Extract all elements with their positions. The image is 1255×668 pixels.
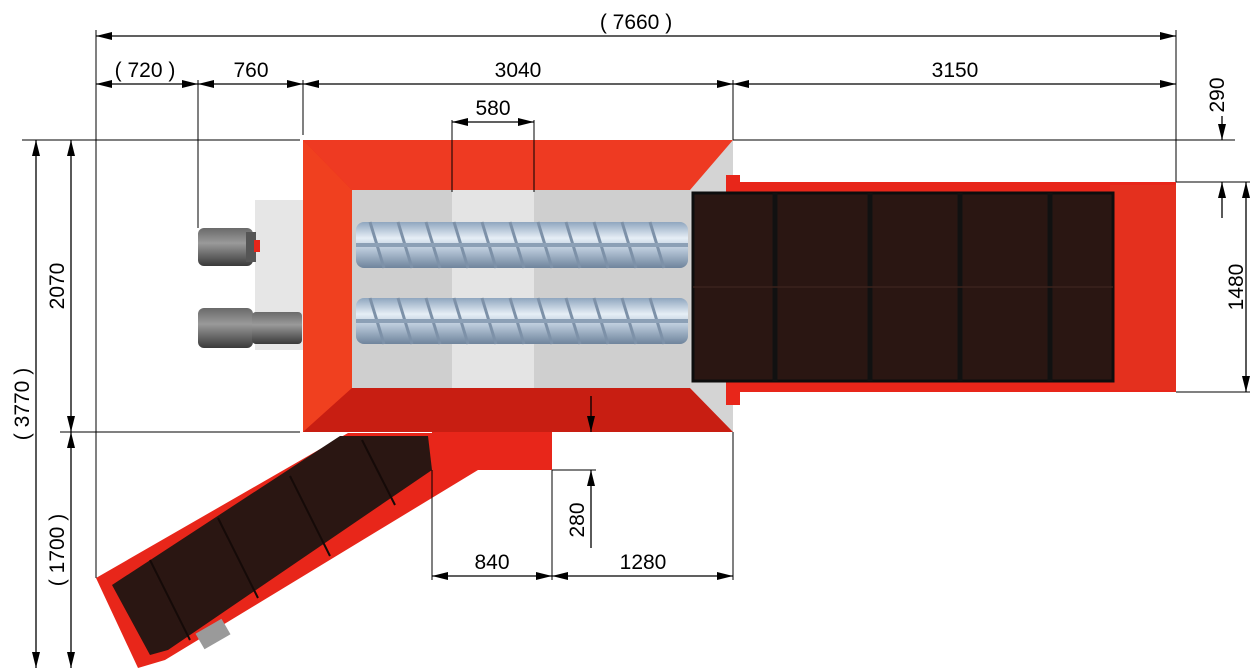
screw-center-plate	[452, 190, 534, 388]
side-conveyor-drive	[195, 618, 231, 650]
dim-offset-small: 280	[566, 502, 589, 537]
dim-outlet-width: 840	[474, 551, 509, 574]
hopper	[303, 140, 740, 432]
gearbox-bottom	[252, 312, 302, 344]
hopper-wall-bottom	[303, 388, 733, 432]
outlet-chute	[432, 430, 552, 470]
hopper-wall-top	[303, 140, 733, 190]
side-conveyor	[96, 433, 478, 668]
dim-left-b: 760	[233, 59, 268, 82]
belt-cleat	[361, 439, 396, 506]
dim-top-offset: 290	[1206, 77, 1229, 112]
side-conveyor-belt	[112, 436, 432, 655]
dim-hopper-length: 3040	[495, 59, 542, 82]
belt-cleat	[217, 517, 259, 599]
motor-bottom	[198, 308, 253, 348]
dim-overall-width: ( 3770 )	[11, 368, 34, 440]
dim-screw-width: 580	[475, 97, 510, 120]
dim-side-conveyor-width: ( 1700 )	[46, 514, 69, 586]
motor-top	[198, 228, 253, 266]
belt-cleat	[289, 475, 331, 557]
motor-top-flange	[246, 232, 256, 262]
drive-unit	[198, 200, 307, 350]
dim-outlet-offset: 1280	[620, 551, 667, 574]
belt-cleat	[149, 559, 191, 641]
main-conveyor-end-box	[1110, 185, 1176, 390]
dim-overall-length: ( 7660 )	[600, 11, 672, 34]
screw-conveyor-top	[356, 221, 688, 269]
dim-hopper-width: 2070	[46, 263, 69, 310]
dim-conveyor-height: 1480	[1225, 264, 1248, 311]
main-conveyor	[691, 182, 1176, 392]
hopper-wall-left	[303, 140, 352, 432]
dim-left-a: ( 720 )	[115, 59, 176, 82]
dimension-lines	[22, 30, 1250, 668]
motor-top-coupling	[254, 240, 260, 252]
dim-conveyor-length: 3150	[932, 59, 979, 82]
screw-conveyor-bottom	[356, 297, 688, 345]
